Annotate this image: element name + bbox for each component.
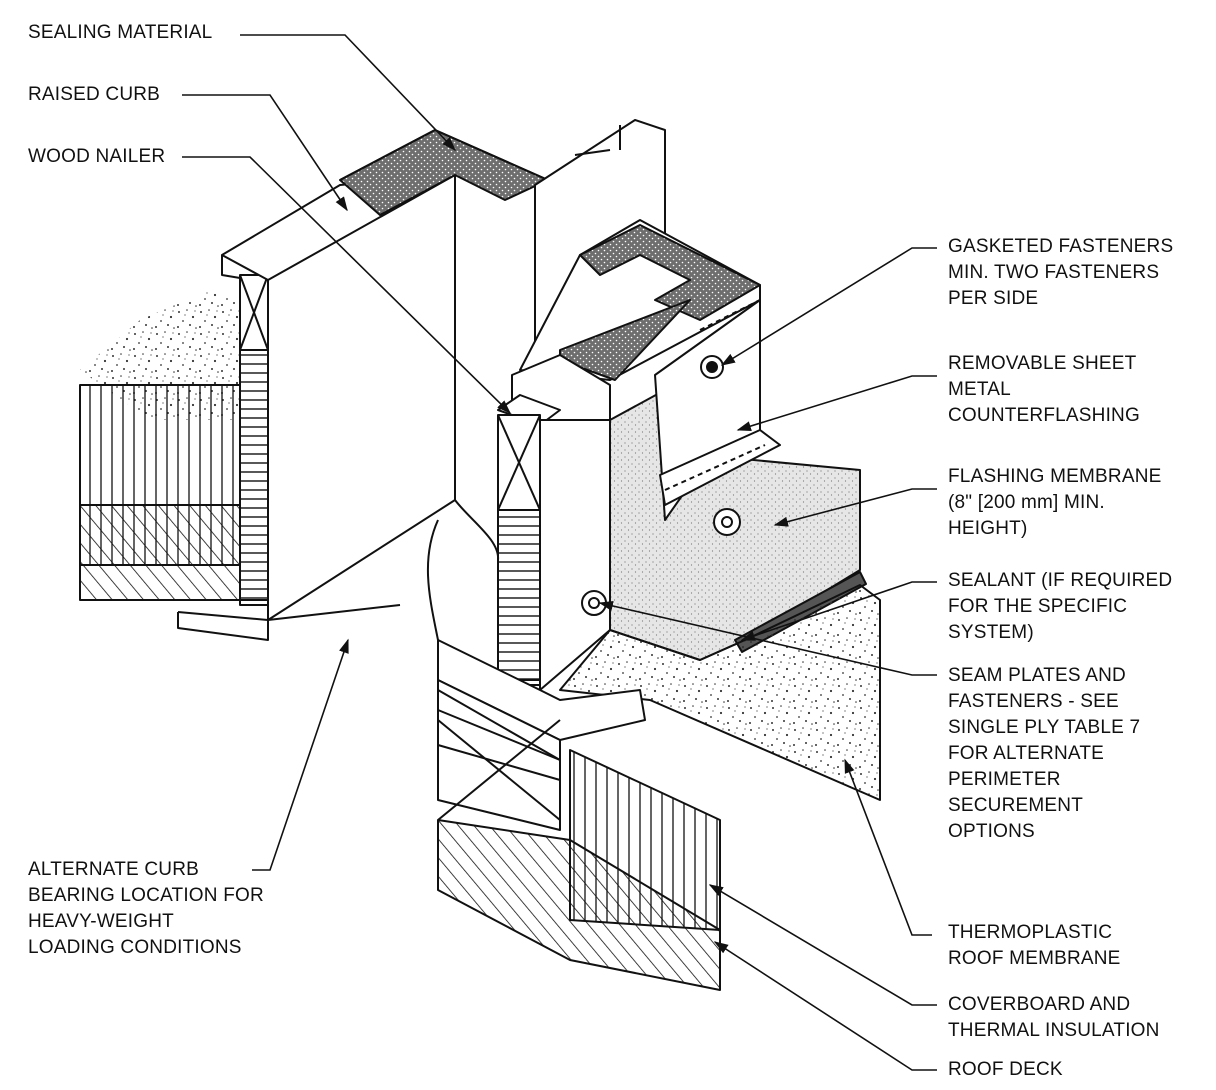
lower-structure <box>426 499 721 991</box>
label-raised-curb: RAISED CURB <box>28 84 161 105</box>
label-alternate-curb: ALTERNATE CURB BEARING LOCATION FOR HEAV… <box>28 859 264 958</box>
label-roof-deck: ROOF DECK <box>948 1059 1063 1080</box>
right-curb <box>497 219 761 436</box>
right-nailer <box>497 414 541 686</box>
thermoplastic-membrane-surface <box>559 584 881 801</box>
label-thermoplastic-membrane: THERMOPLASTIC ROOF MEMBRANE <box>948 922 1121 969</box>
left-curb <box>177 129 549 641</box>
label-flashing-membrane: FLASHING MEMBRANE (8" [200 mm] MIN. HEIG… <box>948 466 1162 539</box>
label-sealant: SEALANT (IF REQUIRED FOR THE SPECIFIC SY… <box>948 570 1173 643</box>
leader-lines <box>182 34 937 1071</box>
label-gasketed-fasteners: GASKETED FASTENERS MIN. TWO FASTENERS PE… <box>948 236 1174 309</box>
label-sealing-material: SEALING MATERIAL <box>28 22 213 43</box>
left-wood-nailer <box>239 274 269 606</box>
label-wood-nailer: WOOD NAILER <box>28 146 166 167</box>
label-counterflashing: REMOVABLE SHEET METAL COUNTERFLASHING <box>948 353 1140 426</box>
label-seam-plates: SEAM PLATES AND FASTENERS - SEE SINGLE P… <box>948 665 1141 842</box>
left-deck-siding <box>79 384 241 601</box>
label-coverboard: COVERBOARD AND THERMAL INSULATION <box>948 994 1160 1041</box>
